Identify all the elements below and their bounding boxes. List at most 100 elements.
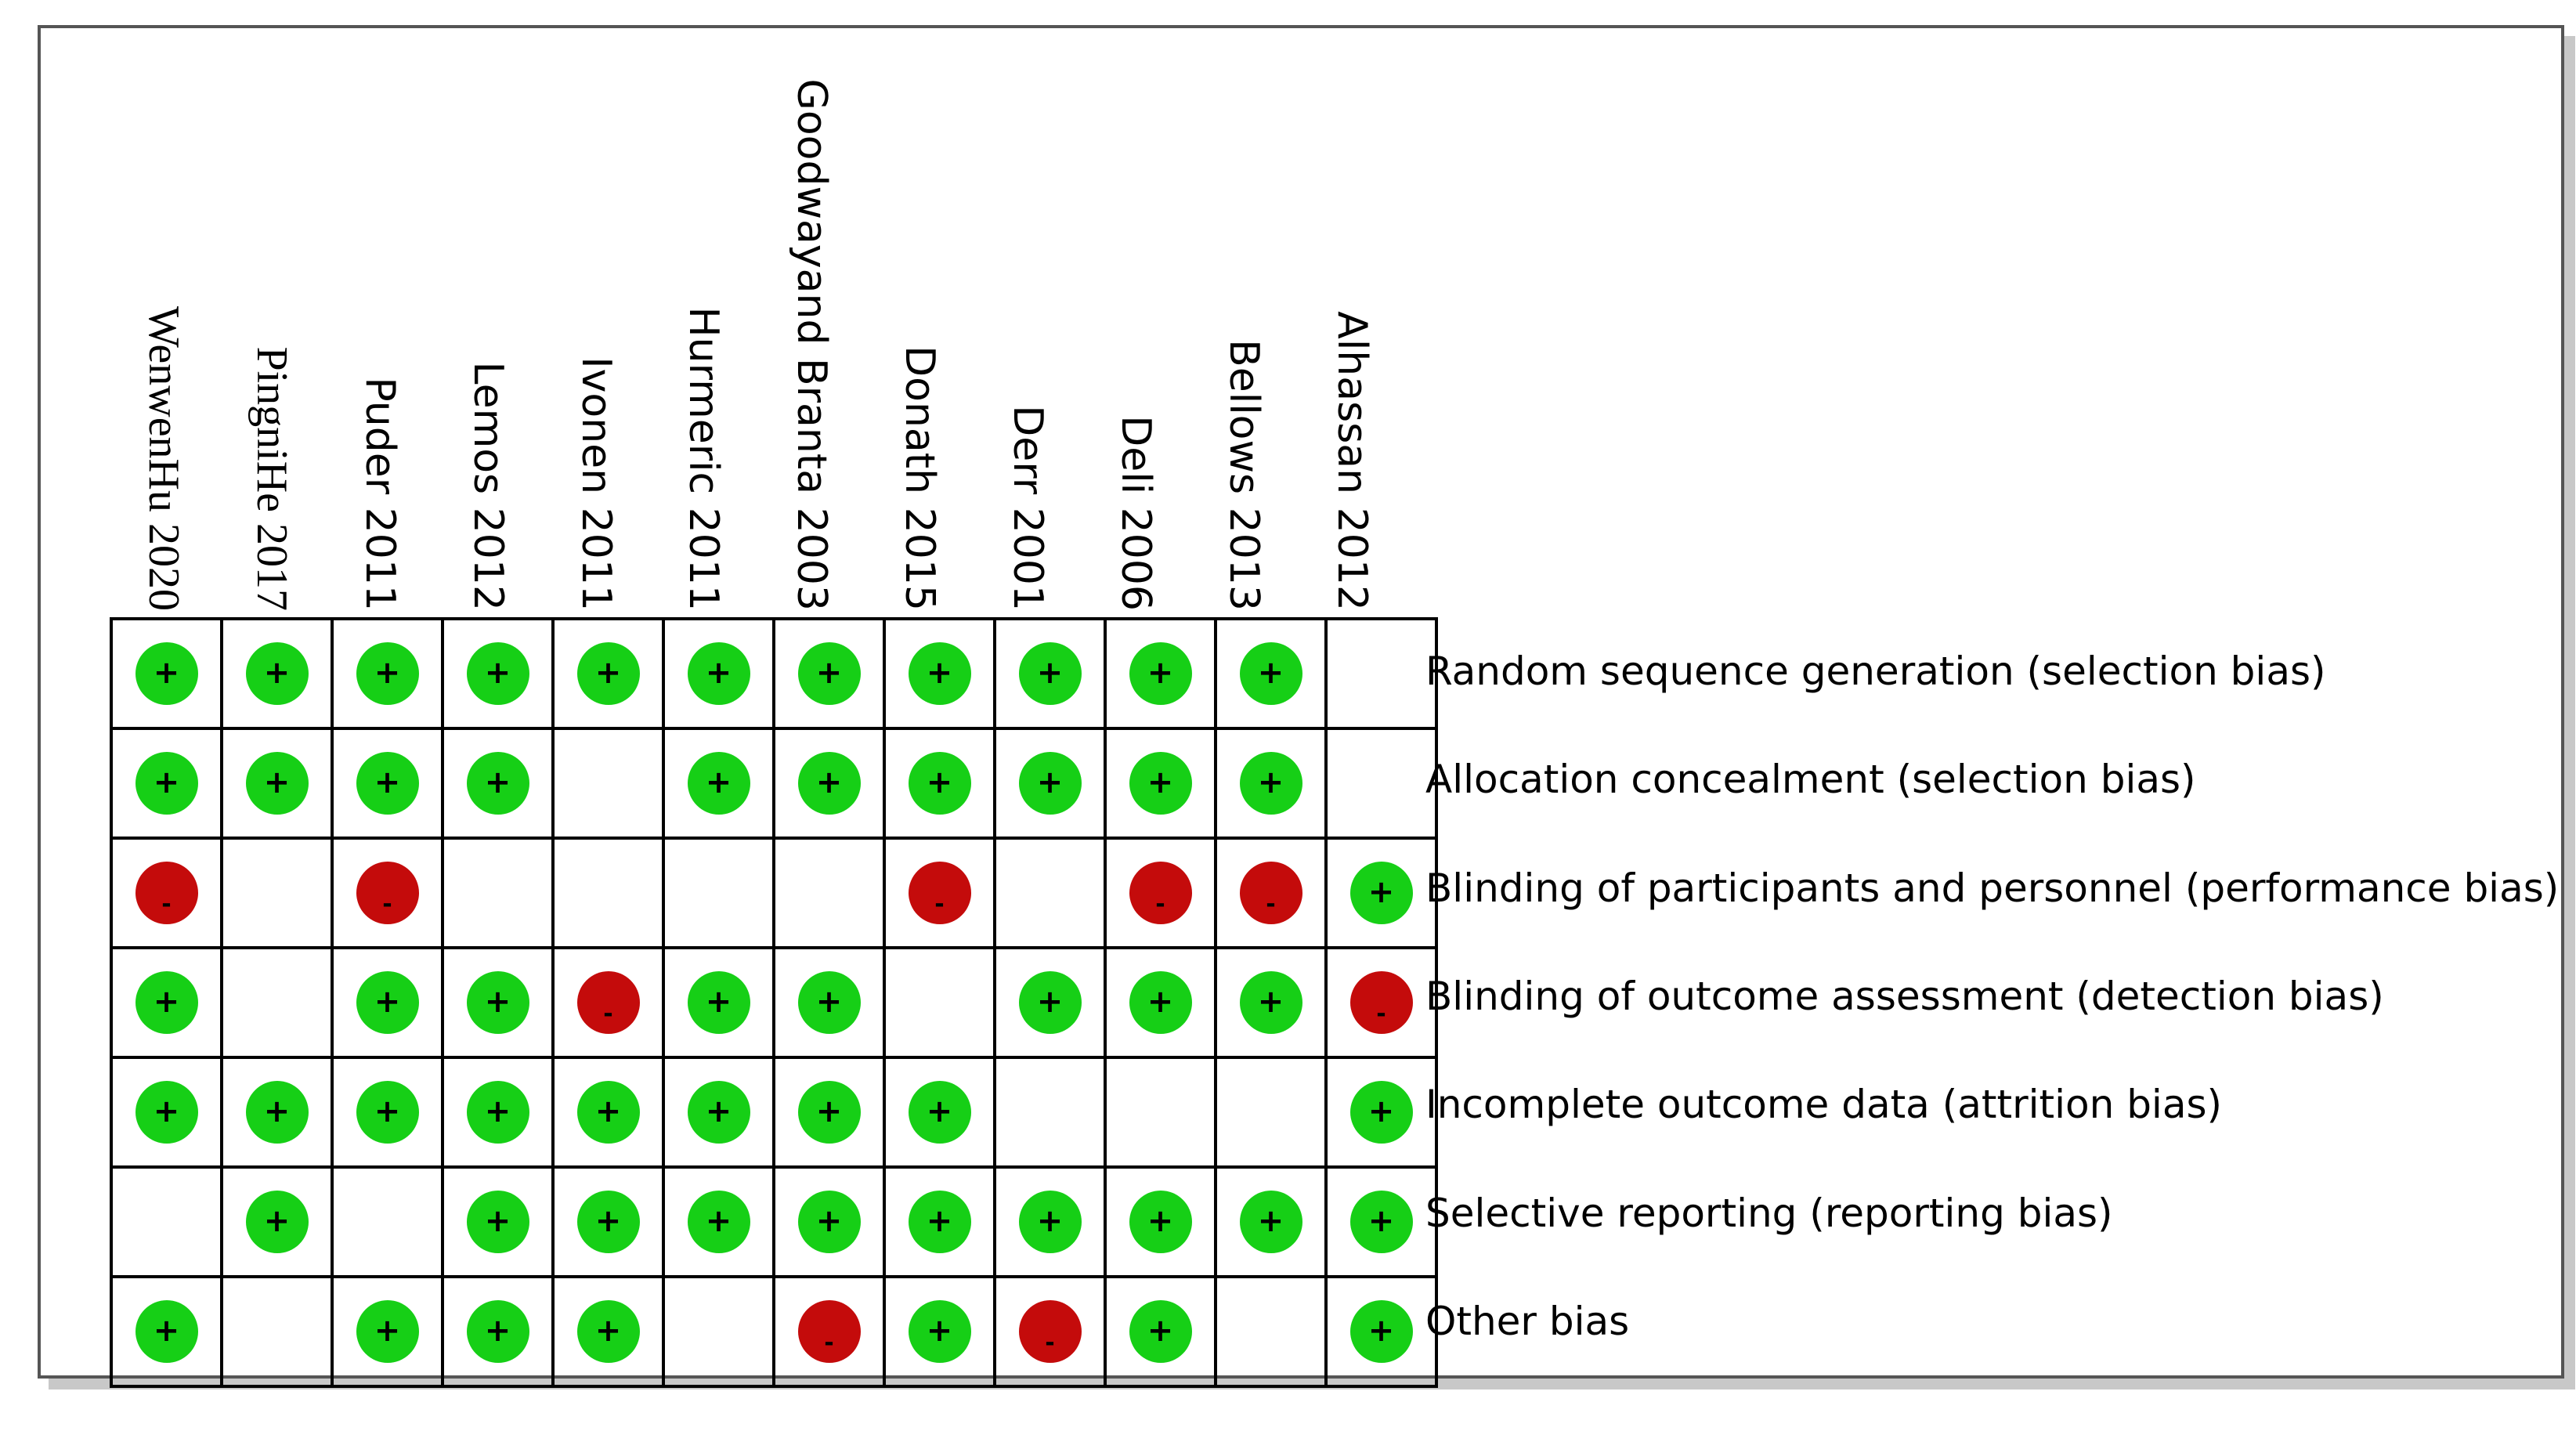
grid-cell: + [551, 1165, 665, 1278]
plus-icon: + [374, 984, 401, 1020]
grid-cell [662, 1275, 775, 1388]
low-risk-dot: + [1129, 752, 1192, 815]
low-risk-dot: + [908, 752, 971, 815]
plus-icon: + [1147, 655, 1174, 691]
grid-cell: + [1104, 1275, 1217, 1388]
grid-cell [1214, 1056, 1328, 1169]
grid-cell: + [883, 1275, 996, 1388]
domain-label: Random sequence generation (selection bi… [1425, 649, 2326, 695]
grid-cell: - [883, 837, 996, 949]
low-risk-dot: + [1349, 1081, 1413, 1144]
grid-cell: + [110, 617, 223, 730]
low-risk-dot: + [1239, 971, 1302, 1034]
low-risk-dot: + [1129, 1300, 1192, 1363]
low-risk-dot: + [1129, 1191, 1192, 1253]
low-risk-dot: + [356, 1081, 419, 1144]
plus-icon: + [594, 1313, 622, 1349]
low-risk-dot: + [245, 642, 309, 705]
plus-icon: + [153, 1093, 180, 1129]
grid-cell: + [662, 946, 775, 1059]
plus-icon: + [705, 764, 732, 800]
grid-cell [1214, 1275, 1328, 1388]
grid-cell [772, 837, 886, 949]
plus-icon: + [374, 655, 401, 691]
plus-icon: + [484, 655, 511, 691]
minus-icon: - [1266, 891, 1276, 918]
minus-icon: - [934, 891, 945, 918]
grid-cell: + [772, 1056, 886, 1169]
grid-cell: + [1324, 837, 1438, 949]
domain-label: Other bias [1425, 1298, 1630, 1344]
grid-cell: + [1324, 1165, 1438, 1278]
grid-cell [331, 1165, 444, 1278]
study-label: WenwenHu 2020 [139, 306, 188, 611]
grid-cell [220, 1275, 334, 1388]
low-risk-dot: + [135, 971, 198, 1034]
grid-cell: + [1104, 946, 1217, 1059]
grid-cell: + [993, 617, 1107, 730]
grid-cell: + [772, 946, 886, 1059]
study-label: Goodwayand Branta 2003 [788, 78, 836, 611]
low-risk-dot: + [687, 971, 750, 1034]
low-risk-dot: + [466, 1191, 529, 1253]
low-risk-dot: + [908, 642, 971, 705]
plus-icon: + [815, 764, 843, 800]
study-label: Deli 2006 [1112, 415, 1160, 611]
low-risk-dot: + [576, 642, 640, 705]
minus-icon: - [382, 891, 392, 918]
low-risk-dot: + [466, 971, 529, 1034]
grid-cell: + [220, 1056, 334, 1169]
grid-cell: + [662, 617, 775, 730]
low-risk-dot: + [1018, 752, 1082, 815]
plus-icon: + [1036, 1203, 1064, 1239]
grid-cell: + [1214, 727, 1328, 840]
plus-icon: + [594, 655, 622, 691]
low-risk-dot: + [1349, 862, 1413, 924]
grid-cell: - [551, 946, 665, 1059]
low-risk-dot: + [466, 1300, 529, 1363]
grid-row: +++++++++ [110, 1056, 1438, 1169]
grid-cell: + [331, 1056, 444, 1169]
plus-icon: + [484, 1093, 511, 1129]
grid-cell: + [441, 727, 555, 840]
plus-icon: + [263, 1093, 291, 1129]
grid-cell: + [883, 617, 996, 730]
grid-cell [110, 1165, 223, 1278]
plus-icon: + [1367, 1203, 1395, 1239]
low-risk-dot: + [245, 752, 309, 815]
minus-icon: - [603, 1000, 613, 1028]
plus-icon: + [1367, 1093, 1395, 1129]
domain-label: Selective reporting (reporting bias) [1425, 1190, 2113, 1236]
plus-icon: + [1147, 764, 1174, 800]
study-label: PingniHe 2017 [247, 346, 296, 611]
grid-cell: + [662, 1056, 775, 1169]
grid-cell: + [110, 1275, 223, 1388]
plus-icon: + [705, 655, 732, 691]
plus-icon: + [815, 1093, 843, 1129]
grid-cell: + [441, 946, 555, 1059]
grid-cell [220, 837, 334, 949]
plus-icon: + [926, 764, 953, 800]
grid-cell: + [220, 617, 334, 730]
grid-cell: + [110, 1056, 223, 1169]
grid-cell [1324, 727, 1438, 840]
grid-cell: + [331, 617, 444, 730]
low-risk-dot: + [135, 752, 198, 815]
high-risk-dot: - [576, 971, 640, 1034]
high-risk-dot: - [135, 862, 198, 924]
plus-icon: + [1036, 984, 1064, 1020]
study-label: Donath 2015 [896, 345, 944, 611]
low-risk-dot: + [576, 1191, 640, 1253]
plus-icon: + [1147, 984, 1174, 1020]
grid-cell: - [1324, 946, 1438, 1059]
low-risk-dot: + [1239, 642, 1302, 705]
grid-cell [1104, 1056, 1217, 1169]
low-risk-dot: + [245, 1081, 309, 1144]
study-label: Derr 2001 [1004, 405, 1052, 611]
domain-label: Blinding of participants and personnel (… [1425, 865, 2560, 911]
grid-cell: + [883, 1165, 996, 1278]
high-risk-dot: - [356, 862, 419, 924]
grid-cell: + [993, 946, 1107, 1059]
grid-cell [220, 946, 334, 1059]
low-risk-dot: + [135, 1081, 198, 1144]
